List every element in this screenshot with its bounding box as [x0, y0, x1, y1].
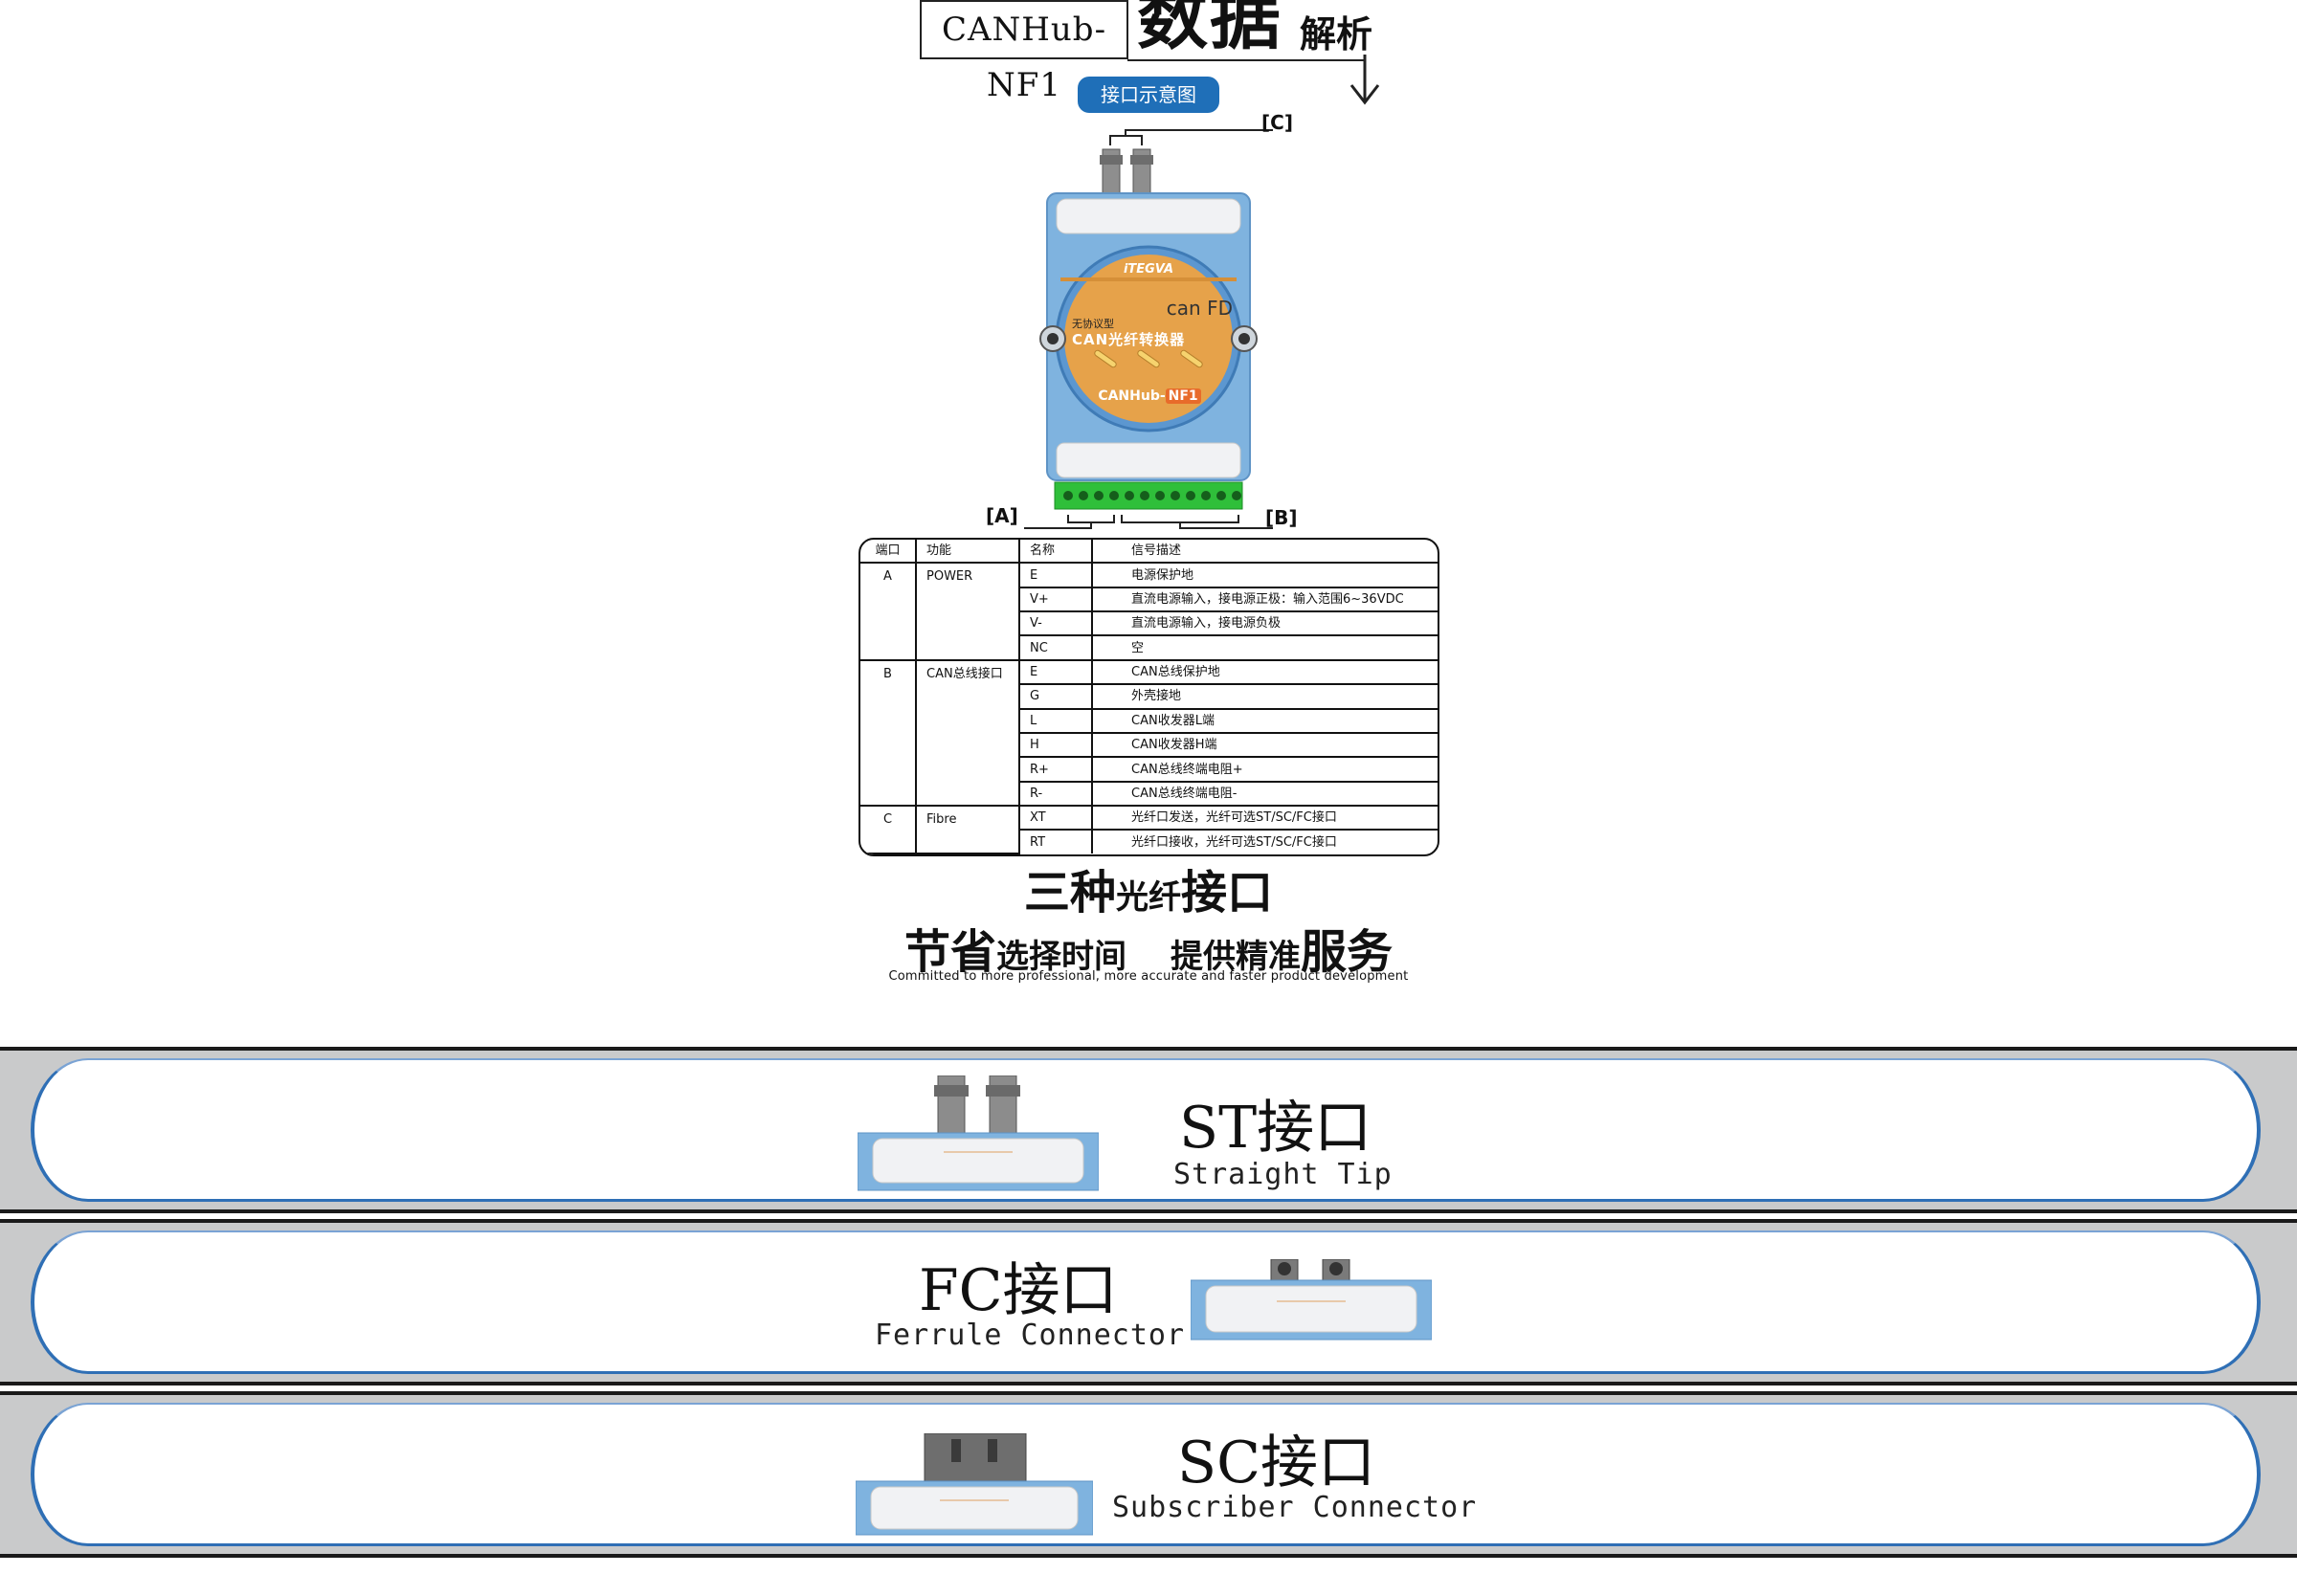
- st-interface-band: ST接口 Straight Tip: [0, 1047, 2297, 1213]
- device-can-fd-logo: can FD: [1166, 297, 1233, 320]
- port-label-b: [B]: [1265, 506, 1298, 529]
- slogan-line2: 节省选择时间 提供精准服务: [0, 925, 2297, 984]
- device-illustration: iTEGVA can FD 无协议型 CAN光纤转换器 CANHub-NF1: [1024, 113, 1275, 543]
- band-panel: [31, 1403, 2261, 1546]
- table-header-cell: 功能: [916, 540, 1020, 565]
- table-cell-desc: CAN收发器H端: [1092, 732, 1438, 759]
- band-subtitle: Straight Tip: [1173, 1158, 1393, 1191]
- device-brand: iTEGVA: [1123, 262, 1174, 277]
- slogan-line1: 三种光纤接口: [0, 866, 2297, 924]
- band-title: SC接口: [1177, 1430, 1376, 1496]
- converter-device-image: [1024, 129, 1275, 529]
- table-cell-port: C: [860, 806, 917, 854]
- device-text-line2: CAN光纤转换器: [1072, 331, 1186, 348]
- table-cell-desc: 光纤口发送，光纤可选ST/SC/FC接口: [1092, 806, 1438, 831]
- table-row: R- CAN总线终端电阻-: [860, 781, 1438, 808]
- arrow-down-icon: [1349, 55, 1380, 105]
- table-cell-name: E: [1019, 659, 1093, 686]
- table-cell-desc: CAN总线终端电阻+: [1092, 757, 1438, 783]
- table-cell-function: POWER: [916, 563, 1020, 661]
- slogan-word: 接口: [1181, 866, 1274, 920]
- table-header-cell: 端口: [860, 540, 917, 565]
- slogan-word: 服务: [1301, 925, 1394, 979]
- fc-connector-image: [1191, 1259, 1432, 1341]
- table-header-cell: 信号描述: [1092, 540, 1438, 565]
- table-cell-name: L: [1019, 708, 1093, 734]
- band-subtitle: Subscriber Connector: [1112, 1491, 1478, 1524]
- device-text-line1: 无协议型: [1072, 318, 1114, 330]
- interface-diagram-badge: 接口示意图: [1078, 77, 1219, 113]
- table-cell-desc: 光纤口接收，光纤可选ST/SC/FC接口: [1131, 834, 1337, 850]
- sc-connector-image: [856, 1433, 1093, 1536]
- slogan-word: 节省: [903, 925, 996, 979]
- band-title: FC接口: [919, 1257, 1118, 1324]
- table-cell-desc: CAN收发器L端: [1092, 708, 1438, 734]
- header-underline: [1127, 59, 1365, 61]
- table-cell-desc: 直流电源输入，接电源正极：输入范围6~36VDC: [1092, 587, 1438, 613]
- table-header-row: 端口 功能 名称 信号描述: [860, 540, 1438, 565]
- table-cell-name: NC: [1019, 635, 1093, 661]
- table-row: H CAN收发器H端: [860, 732, 1438, 759]
- table-row: RT 光纤口接收，光纤可选ST/SC/FC接口: [860, 830, 1438, 853]
- device-model: CANHub-NF1: [1078, 388, 1221, 404]
- table-cell-port: A: [860, 563, 917, 661]
- table-cell-name: H: [1019, 732, 1093, 759]
- slogan-word: 选择时间: [996, 938, 1126, 976]
- table-cell-desc: 直流电源输入，接电源负极: [1092, 611, 1438, 637]
- device-model-prefix: CANHub-: [1098, 388, 1166, 404]
- table-row: B CAN总线接口 E CAN总线保护地: [860, 659, 1438, 808]
- band-panel: [31, 1058, 2261, 1202]
- table-cell-name: R-: [1019, 781, 1093, 808]
- slogan-word: 提供精准: [1171, 938, 1301, 976]
- table-row: L CAN收发器L端: [860, 708, 1438, 734]
- product-name-box: CANHub-NF1: [920, 0, 1128, 104]
- table-row: C Fibre XT 光纤口发送，光纤可选ST/SC/FC接口: [860, 806, 1438, 854]
- slogan-word: 光纤: [1116, 878, 1181, 917]
- table-cell-name: V+: [1019, 587, 1093, 613]
- band-panel: [31, 1230, 2261, 1374]
- table-cell-name: RT: [1019, 830, 1093, 853]
- table-cell-desc: CAN总线终端电阻-: [1092, 781, 1438, 808]
- table-cell-port: B: [860, 659, 917, 808]
- table-row: A POWER E 电源保护地: [860, 563, 1438, 661]
- band-title: ST接口: [1179, 1095, 1372, 1162]
- table-cell-name: E: [1019, 563, 1093, 588]
- device-model-suffix: NF1: [1165, 388, 1201, 404]
- table-cell-name: G: [1019, 684, 1093, 710]
- signal-table: 端口 功能 名称 信号描述 A POWER E 电源保护地 V+ 直流电源输入，…: [859, 538, 1439, 856]
- table-cell-name: R+: [1019, 757, 1093, 783]
- table-row: NC 空: [860, 635, 1438, 661]
- st-connector-image: [858, 1075, 1099, 1191]
- header-title-big: 数据: [1137, 0, 1282, 59]
- table-cell-function: Fibre: [916, 806, 1020, 854]
- slogan-tagline: Committed to more professional, more acc…: [888, 969, 1409, 984]
- table-cell-name: XT: [1019, 806, 1093, 831]
- table-cell-desc: 电源保护地: [1092, 563, 1438, 588]
- table-cell-desc: CAN总线保护地: [1092, 659, 1438, 686]
- table-cell-desc: 外壳接地: [1092, 684, 1438, 710]
- port-label-a: [A]: [986, 504, 1018, 527]
- table-cell-desc: 空: [1092, 635, 1438, 661]
- table-cell-function: CAN总线接口: [916, 659, 1020, 808]
- port-label-c: [C]: [1261, 111, 1293, 134]
- table-row: V+ 直流电源输入，接电源正极：输入范围6~36VDC: [860, 587, 1438, 613]
- table-row: V- 直流电源输入，接电源负极: [860, 611, 1438, 637]
- table-header-cell: 名称: [1019, 540, 1093, 565]
- band-subtitle: Ferrule Connector: [875, 1319, 1186, 1352]
- fc-interface-band: FC接口 Ferrule Connector: [0, 1219, 2297, 1385]
- table-row: R+ CAN总线终端电阻+: [860, 757, 1438, 783]
- table-row: G 外壳接地: [860, 684, 1438, 710]
- header-title-small: 解析: [1300, 13, 1373, 55]
- sc-interface-band: SC接口 Subscriber Connector: [0, 1391, 2297, 1558]
- table-cell-name: V-: [1019, 611, 1093, 637]
- slogan-word: 三种: [1023, 866, 1116, 920]
